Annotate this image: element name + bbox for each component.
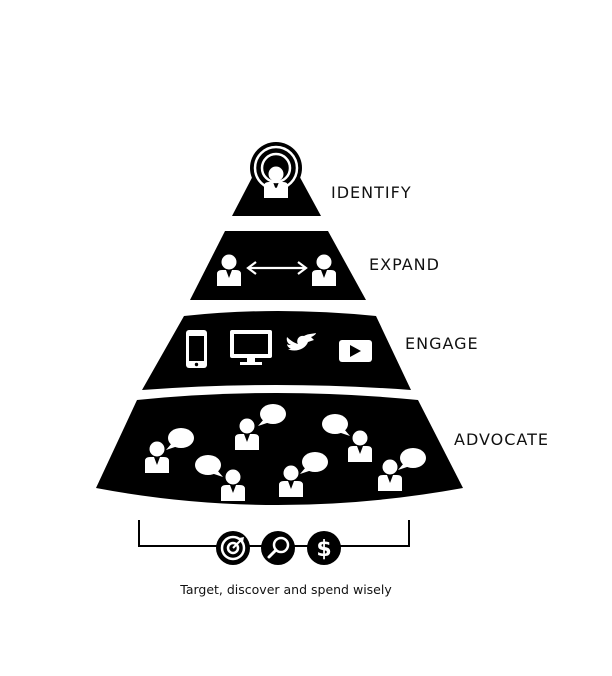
double-arrow-icon	[246, 261, 308, 275]
monitor-icon	[230, 330, 272, 365]
level-advocate	[96, 393, 463, 505]
level-label-identify: IDENTIFY	[331, 183, 412, 202]
caption: Target, discover and spend wisely	[180, 582, 392, 597]
level-identify	[232, 142, 321, 216]
level-label-engage: ENGAGE	[405, 334, 479, 353]
video-play-icon	[339, 340, 372, 362]
target-icon	[216, 531, 250, 565]
search-icon	[261, 531, 295, 565]
level-engage	[142, 311, 411, 390]
dollar-icon: $	[307, 531, 341, 565]
phone-icon	[186, 330, 207, 368]
svg-text:$: $	[316, 537, 331, 562]
level-label-advocate: ADVOCATE	[454, 430, 549, 449]
level-label-expand: EXPAND	[369, 255, 440, 274]
twitter-bird-icon	[286, 333, 316, 351]
level-expand	[190, 231, 366, 300]
